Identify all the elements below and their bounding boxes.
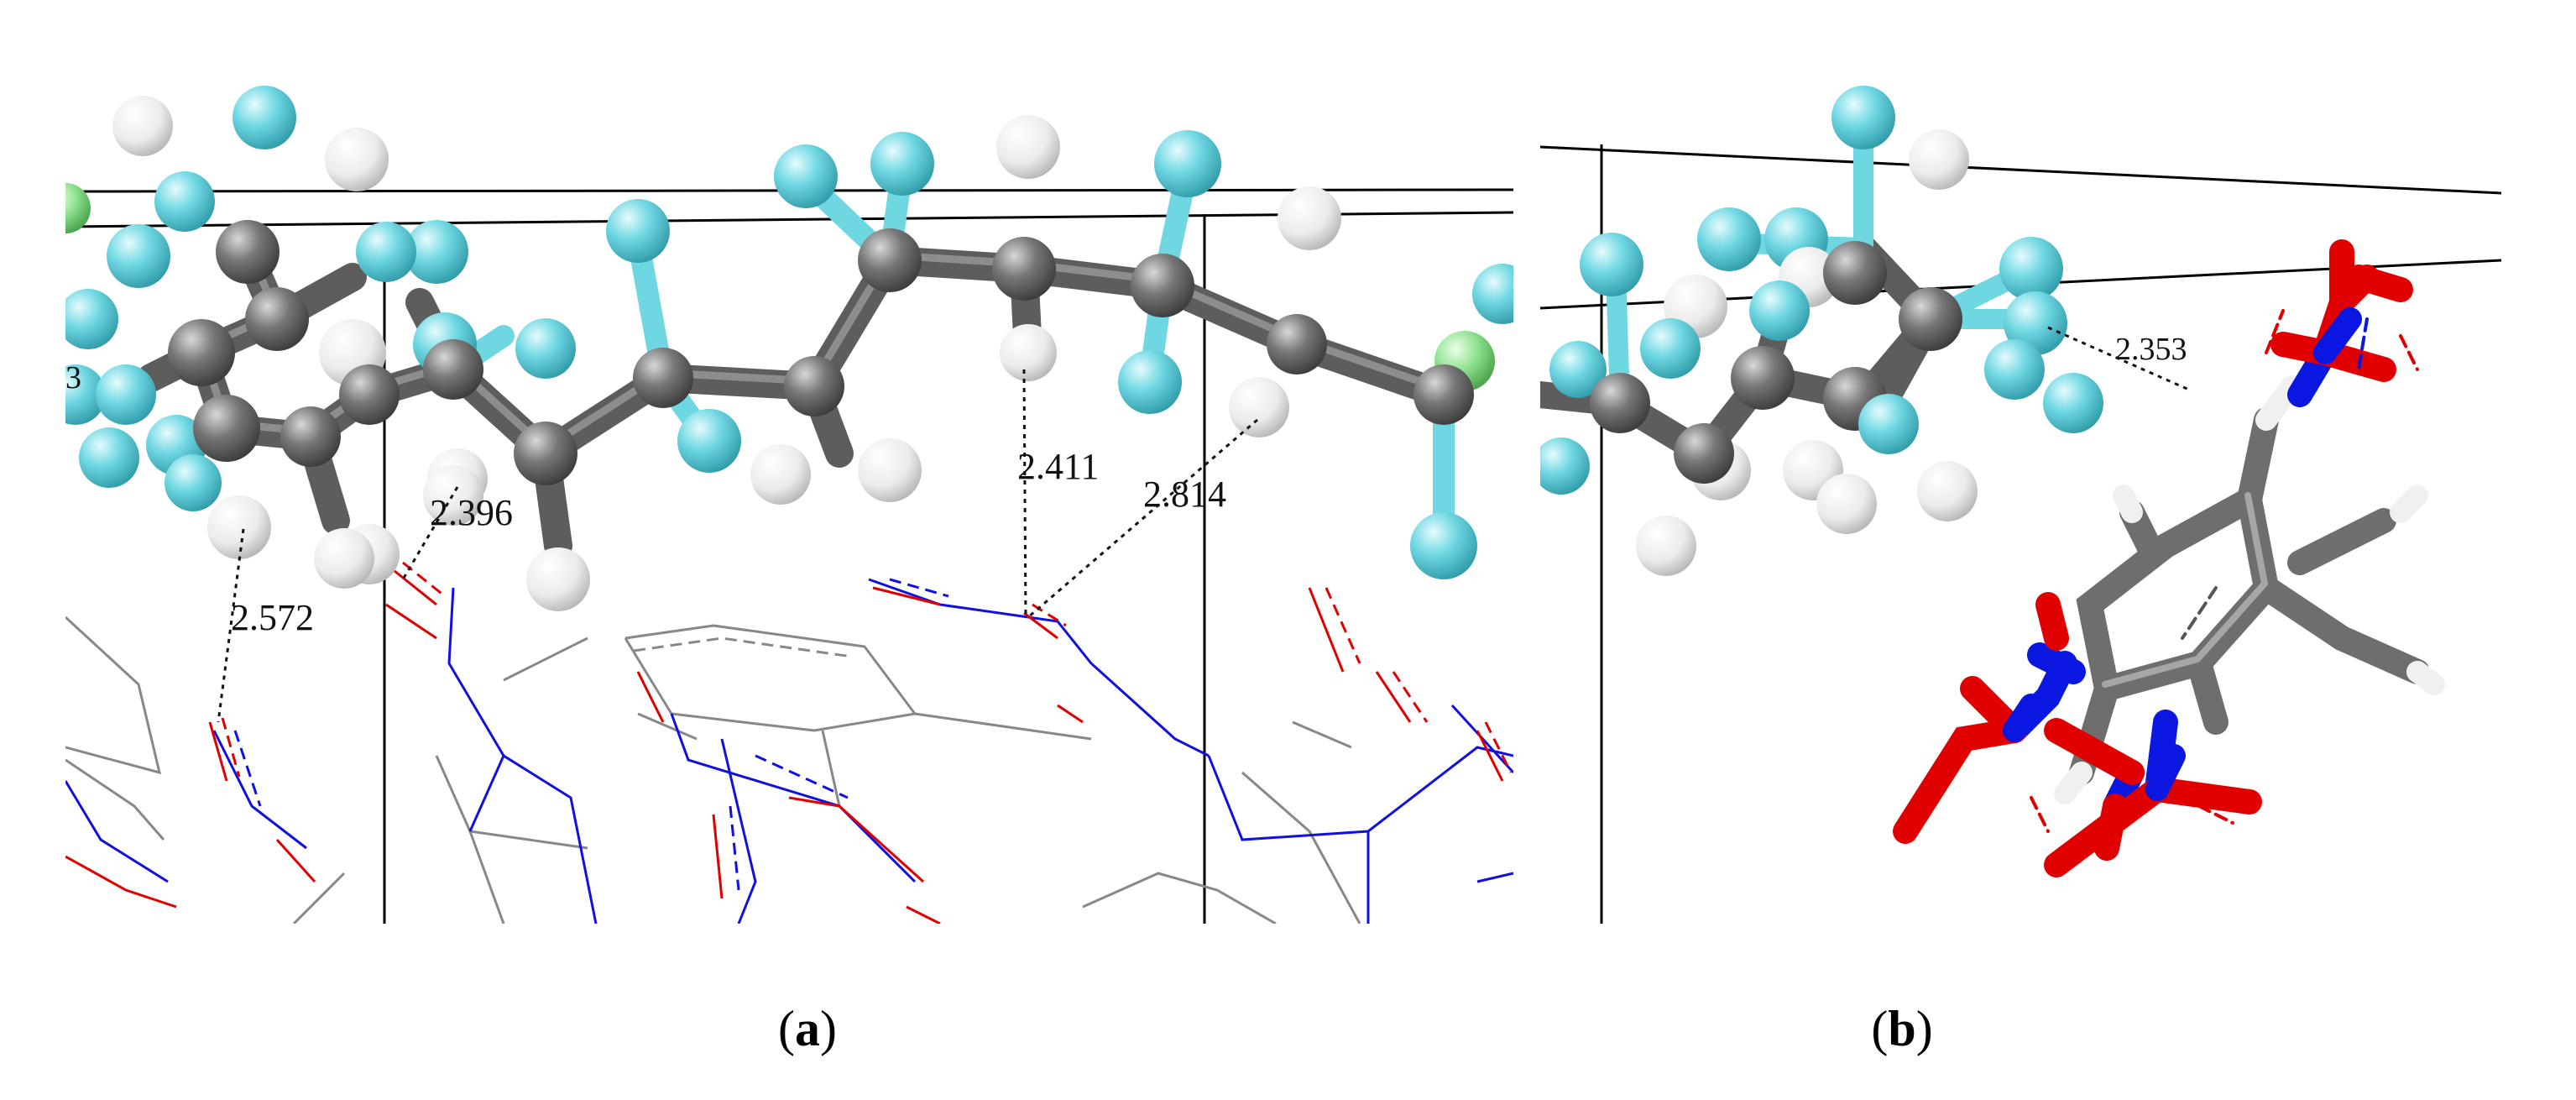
hbond-distance-2396: 2.396 (430, 492, 513, 533)
partial-distance-label: 3 (65, 360, 81, 395)
panel-label-a: (a) (778, 1001, 837, 1056)
panel-a: 3 2.572 2.396 2.411 2.814 (65, 86, 1513, 924)
hbond-distance-2353: 2.353 (2115, 332, 2187, 367)
hbond-distance-2814: 2.814 (1143, 474, 1226, 515)
wireframe-crystal (65, 561, 1513, 924)
hbond-distance-2411: 2.411 (1017, 446, 1099, 487)
panel-label-b: (b) (1871, 1001, 1932, 1056)
atoms-b (1540, 86, 2103, 576)
explosive-molecule-sticks (1893, 239, 2445, 877)
hbond-lines-a (217, 369, 1258, 723)
hbond-distance-2572: 2.572 (231, 597, 314, 638)
atoms-a (65, 86, 1513, 611)
panel-b: 2.353 (1540, 86, 2501, 924)
hbond-lines-b (2047, 326, 2192, 392)
